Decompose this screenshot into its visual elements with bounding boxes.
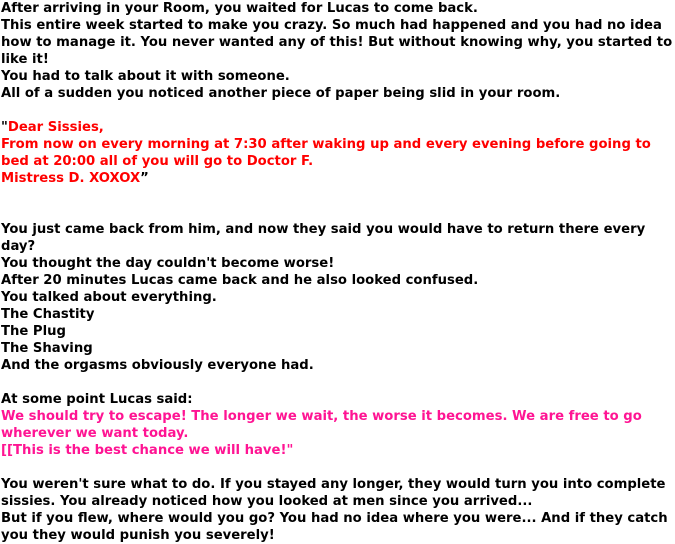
middle-line: After 20 minutes Lucas came back and he … (1, 273, 479, 288)
lucas-lead: At some point Lucas said: (1, 392, 193, 407)
lucas-line: We should try to escape! The longer we w… (1, 409, 642, 441)
spacer (1, 374, 675, 391)
intro-paragraph: After arriving in your Room, you waited … (1, 0, 675, 102)
middle-line: The Chastity (1, 307, 95, 322)
middle-line: You thought the day couldn't become wors… (1, 256, 335, 271)
lucas-choice-link[interactable]: [[This is the best chance we will have!" (1, 443, 294, 458)
spacer (1, 459, 675, 476)
lucas-speech: At some point Lucas said: We should try … (1, 391, 675, 459)
letter-greeting: Dear Sissies, (7, 120, 104, 135)
middle-line: And the orgasms obviously everyone had. (1, 358, 314, 373)
intro-line: After arriving in your Room, you waited … (1, 1, 478, 16)
letter-signature-line: Mistress D. XOXOX” (1, 170, 675, 187)
middle-line: You just came back from him, and now the… (1, 222, 646, 254)
middle-line: The Shaving (1, 341, 93, 356)
letter-signature: Mistress D. XOXOX (1, 171, 141, 186)
ending-line: You weren't sure what to do. If you stay… (1, 477, 666, 509)
middle-paragraph: You just came back from him, and now the… (1, 221, 675, 374)
spacer (1, 187, 675, 221)
ending-paragraph: You weren't sure what to do. If you stay… (1, 476, 675, 544)
letter: "Dear Sissies, From now on every morning… (1, 119, 675, 187)
spacer (1, 102, 675, 119)
middle-line: You talked about everything. (1, 290, 217, 305)
letter-close-quote: ” (140, 171, 149, 186)
intro-line: You had to talk about it with someone. (1, 69, 290, 84)
letter-open-quote: " (1, 120, 8, 135)
middle-line: The Plug (1, 324, 66, 339)
letter-body: From now on every morning at 7:30 after … (1, 137, 651, 169)
letter-greeting-line: "Dear Sissies, (1, 119, 675, 136)
intro-line: This entire week started to make you cra… (1, 18, 673, 67)
intro-line: All of a sudden you noticed another piec… (1, 86, 561, 101)
ending-line: But if you flew, where would you go? You… (1, 511, 668, 543)
